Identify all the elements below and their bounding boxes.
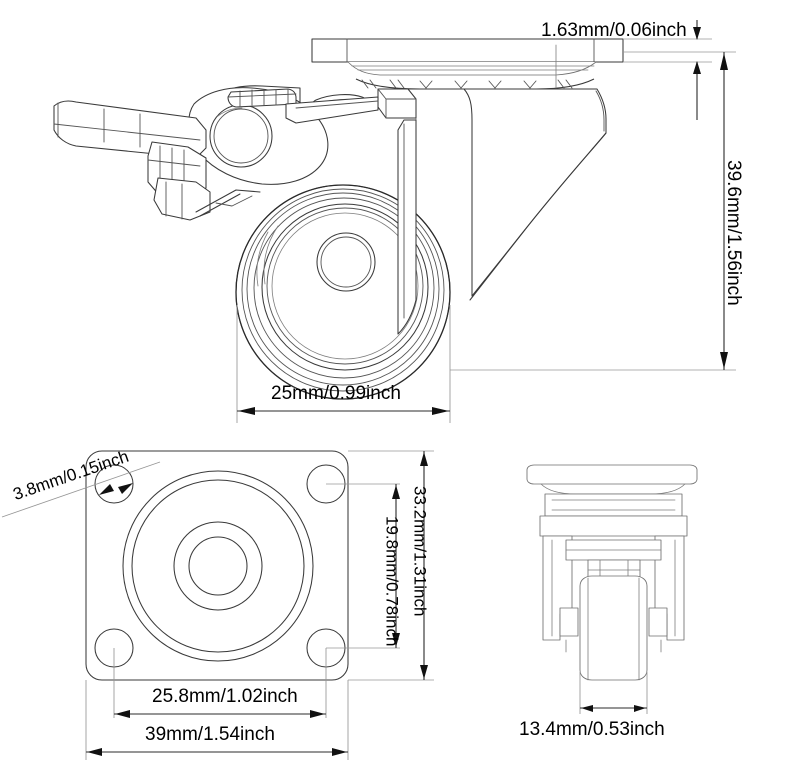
dim-bolt-spacing-vertical: 19.8mm/0.78inch <box>326 483 402 649</box>
swivel-race-outer <box>122 470 314 662</box>
dim-wheel-width: 13.4mm/0.53inch <box>519 672 665 740</box>
top-plate-plan-view <box>85 450 349 681</box>
swivel-race-inner <box>131 479 305 653</box>
dim-label-overall-height: 39.6mm/1.56inch <box>723 160 744 306</box>
hub-ring-inner <box>188 536 248 596</box>
dim-label-plate-thickness: 1.63mm/0.06inch <box>541 20 687 41</box>
dim-label-bolt-spacing-horizontal: 25.8mm/1.02inch <box>152 686 298 707</box>
dim-plate-height: 33.2mm/1.31inch <box>348 450 434 681</box>
dim-label-wheel-width: 13.4mm/0.53inch <box>519 719 665 740</box>
dim-overall-height: 39.6mm/1.56inch <box>450 51 744 371</box>
dim-wheel-diameter: 25mm/0.99inch <box>236 305 451 423</box>
dim-label-bolt-spacing-vertical: 19.8mm/0.78inch <box>383 516 402 646</box>
dim-label-wheel-diameter: 25mm/0.99inch <box>271 383 401 404</box>
hub-ring-outer <box>173 521 263 611</box>
dim-bolt-spacing-horizontal: 25.8mm/1.02inch <box>113 648 327 718</box>
swivel-head-housing <box>188 85 379 185</box>
side-view-group <box>53 38 624 400</box>
wheel-side-view <box>235 184 451 400</box>
dim-label-plate-width: 39mm/1.54inch <box>145 724 275 745</box>
fork-leg <box>397 119 417 335</box>
dim-plate-thickness: 1.63mm/0.06inch <box>541 20 712 120</box>
dim-label-plate-height: 33.2mm/1.31inch <box>411 486 430 616</box>
brake-lever <box>53 100 261 221</box>
front-view-group <box>526 464 698 681</box>
mounting-plate-edge <box>311 38 624 90</box>
dim-plate-width: 39mm/1.54inch <box>85 680 349 760</box>
